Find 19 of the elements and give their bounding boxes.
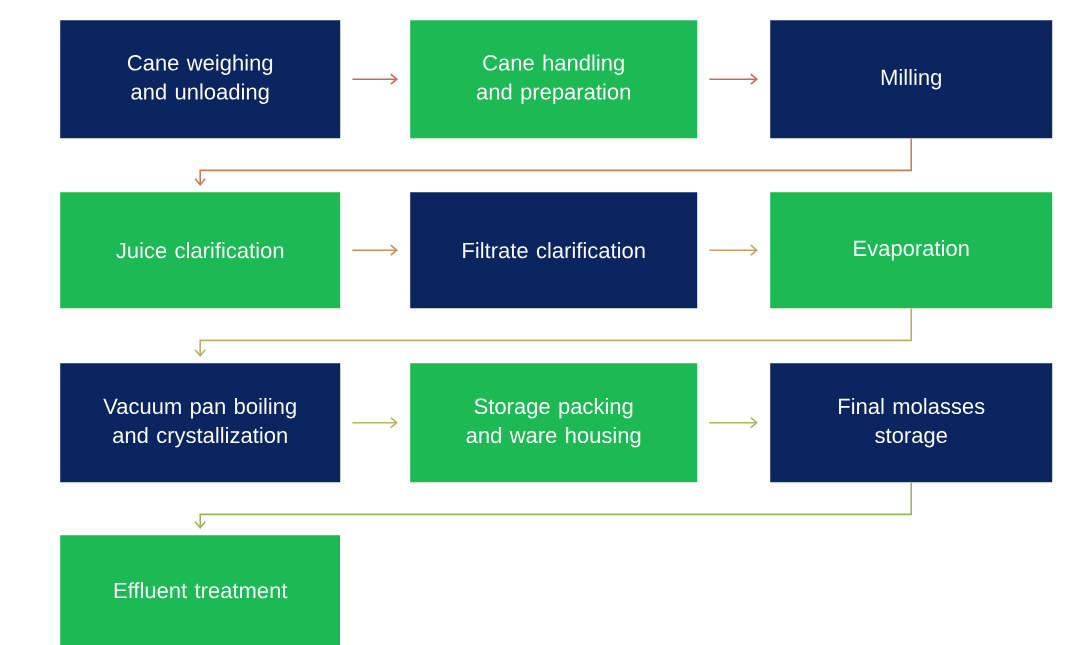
arrow	[194, 307, 912, 357]
arrow	[351, 73, 398, 85]
arrow	[708, 73, 758, 85]
process-box: Effluent treatment	[60, 535, 341, 645]
process-box: Vacuum pan boiling and crystallization	[60, 363, 341, 483]
arrow	[194, 137, 912, 186]
process-box: Storage packing and ware housing	[410, 363, 698, 483]
process-box: Juice clarification	[60, 192, 341, 309]
process-box: Cane weighing and unloading	[60, 20, 341, 139]
process-box: Filtrate clarification	[410, 192, 698, 309]
arrow	[708, 244, 758, 256]
process-box: Cane handling and preparation	[410, 20, 698, 139]
arrow	[194, 481, 912, 529]
process-box: Evaporation	[770, 192, 1053, 309]
arrow	[708, 416, 758, 429]
arrow	[351, 416, 398, 429]
arrow	[351, 244, 398, 256]
process-box: Final molasses storage	[770, 363, 1053, 483]
process-box: Milling	[770, 20, 1053, 139]
